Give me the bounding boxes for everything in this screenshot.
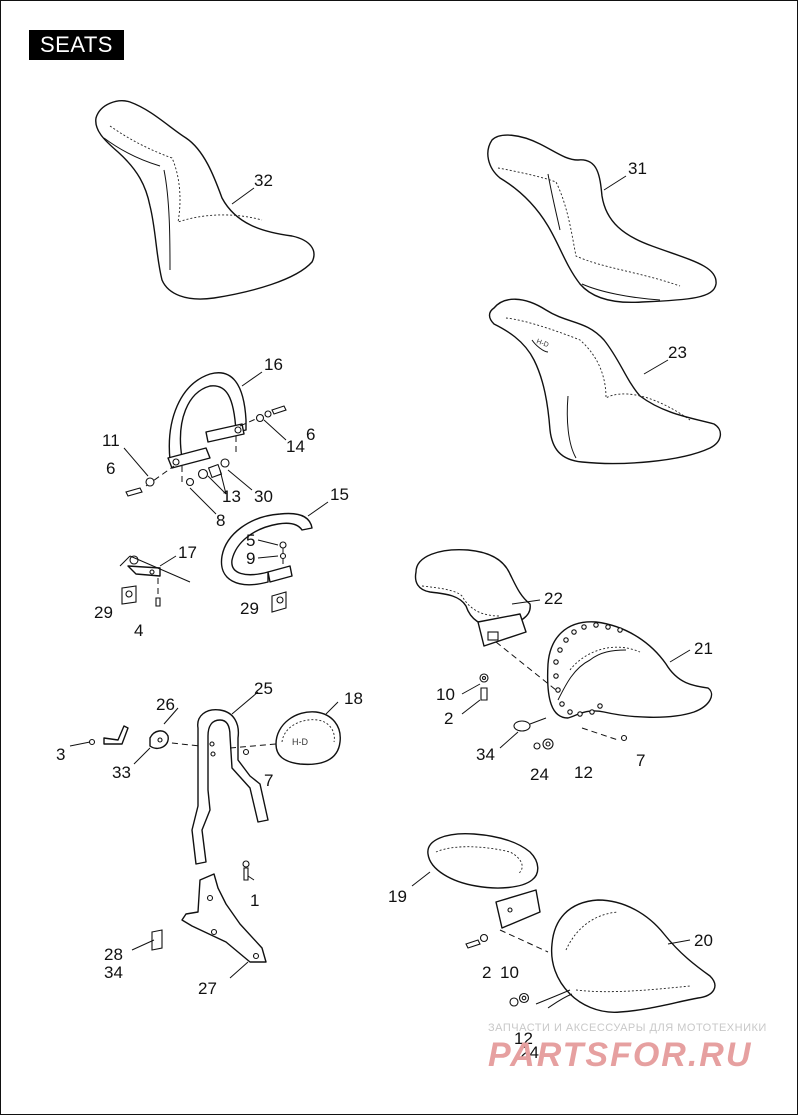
callout-17: 17 bbox=[178, 543, 197, 562]
callout-10a: 10 bbox=[436, 685, 455, 704]
callout-21: 21 bbox=[694, 639, 713, 658]
callout-2a: 2 bbox=[444, 709, 453, 728]
callout-5: 5 bbox=[246, 531, 255, 550]
seat-20 bbox=[499, 899, 716, 1013]
callout-15: 15 bbox=[330, 485, 349, 504]
callout-16: 16 bbox=[264, 355, 283, 374]
bracket-16 bbox=[167, 372, 247, 469]
bracket-15 bbox=[220, 512, 313, 613]
callout-24a: 24 bbox=[530, 765, 549, 784]
callout-29b: 29 bbox=[240, 599, 259, 618]
seat-21-studs bbox=[553, 622, 623, 717]
watermark-logo: PARTSFOR.RU bbox=[488, 1036, 753, 1074]
callout-2b: 2 bbox=[482, 963, 491, 982]
callout-7a: 7 bbox=[636, 751, 645, 770]
seat-22 bbox=[414, 549, 531, 647]
backrest-pad-18: H-D bbox=[275, 711, 341, 766]
callout-18: 18 bbox=[344, 689, 363, 708]
callout-30: 30 bbox=[254, 487, 273, 506]
hardware-25-group bbox=[88, 725, 277, 881]
callout-13: 13 bbox=[222, 487, 241, 506]
callout-28: 28 bbox=[104, 945, 123, 964]
leader-lines bbox=[69, 175, 691, 979]
seat-21 bbox=[495, 621, 713, 741]
seat-23: H-D bbox=[488, 298, 721, 465]
callout-33: 33 bbox=[112, 763, 131, 782]
watermark-tagline: ЗАПЧАСТИ И АКСЕССУАРЫ ДЛЯ МОТОТЕХНИКИ bbox=[488, 1022, 767, 1034]
callout-6a: 6 bbox=[106, 459, 115, 478]
callout-19: 19 bbox=[388, 887, 407, 906]
callout-10b: 10 bbox=[500, 963, 519, 982]
callout-14: 14 bbox=[286, 437, 305, 456]
callout-25: 25 bbox=[254, 679, 273, 698]
callout-31: 31 bbox=[628, 159, 647, 178]
callout-20: 20 bbox=[694, 931, 713, 950]
svg-text:H-D: H-D bbox=[292, 737, 308, 747]
seat-32 bbox=[95, 100, 315, 300]
callout-23: 23 bbox=[668, 343, 687, 362]
callout-7b: 7 bbox=[264, 771, 273, 790]
callout-6b: 6 bbox=[306, 425, 315, 444]
seat-31 bbox=[487, 134, 717, 304]
callout-34a: 34 bbox=[476, 745, 495, 764]
callout-27: 27 bbox=[198, 979, 217, 998]
callout-29a: 29 bbox=[94, 603, 113, 622]
section-title: SEATS bbox=[29, 30, 124, 60]
bracket-17 bbox=[119, 555, 191, 607]
callout-32: 32 bbox=[254, 171, 273, 190]
callout-11: 11 bbox=[102, 431, 120, 450]
hardware-16-group bbox=[125, 405, 287, 497]
svg-text:H-D: H-D bbox=[535, 338, 549, 349]
callout-34b: 34 bbox=[104, 963, 123, 982]
callout-4: 4 bbox=[134, 621, 143, 640]
callout-1: 1 bbox=[250, 891, 259, 910]
callout-12b: 12 bbox=[514, 1029, 533, 1048]
callout-3: 3 bbox=[56, 745, 65, 764]
callout-24b: 24 bbox=[520, 1043, 539, 1062]
callout-9: 9 bbox=[246, 549, 255, 568]
hardware-21-group bbox=[479, 673, 628, 750]
callout-26: 26 bbox=[156, 695, 175, 714]
callout-22: 22 bbox=[544, 589, 563, 608]
callout-8: 8 bbox=[216, 511, 225, 530]
callouts: 32 31 23 16 11 6 14 6 13 30 8 15 17 5 9 … bbox=[56, 159, 713, 1062]
hardware-20-group bbox=[465, 933, 530, 1007]
sissy-bar-25 bbox=[191, 709, 269, 865]
callout-12a: 12 bbox=[574, 763, 593, 782]
side-plate-27 bbox=[151, 873, 267, 963]
seat-19 bbox=[427, 833, 541, 929]
